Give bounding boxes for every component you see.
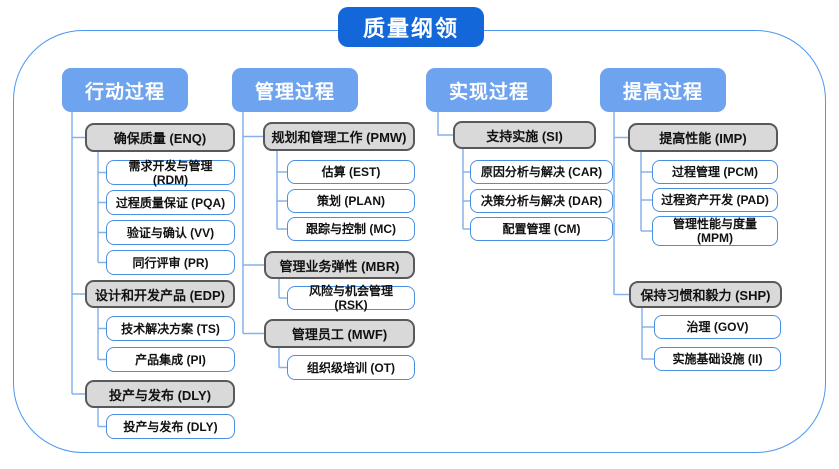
leaf-node-ii: 实施基础设施 (II) [654,347,781,371]
group-node-enq: 确保质量 (ENQ) [85,123,235,152]
leaf-node-pi: 产品集成 (PI) [106,347,235,372]
leaf-node-plan: 策划 (PLAN) [287,189,415,213]
group-node-mwf: 管理员工 (MWF) [264,319,415,348]
leaf-node-est: 估算 (EST) [287,160,415,184]
column-header-management-process: 管理过程 [232,68,358,112]
leaf-node-pr: 同行评审 (PR) [106,250,235,275]
leaf-node-mpm: 管理性能与度量 (MPM) [652,216,778,246]
column-header-implementation-process: 实现过程 [426,68,552,112]
leaf-node-mc: 跟踪与控制 (MC) [287,217,415,241]
column-header-action-process: 行动过程 [62,68,188,112]
leaf-node-pqa: 过程质量保证 (PQA) [106,190,235,215]
group-node-dly: 投产与发布 (DLY) [85,380,235,408]
leaf-node-dly-child: 投产与发布 (DLY) [106,414,235,439]
group-node-imp: 提高性能 (IMP) [628,123,778,152]
group-node-shp: 保持习惯和毅力 (SHP) [629,281,782,308]
column-header-improvement-process: 提高过程 [600,68,726,112]
group-node-pmw: 规划和管理工作 (PMW) [263,122,415,151]
leaf-node-vv: 验证与确认 (VV) [106,220,235,245]
leaf-node-car: 原因分析与解决 (CAR) [470,160,613,184]
leaf-node-pad: 过程资产开发 (PAD) [652,188,778,212]
root-node-quality-program: 质量纲领 [338,7,484,47]
group-node-edp: 设计和开发产品 (EDP) [85,280,235,308]
leaf-node-rdm: 需求开发与管理 (RDM) [106,159,235,187]
leaf-node-ot: 组织级培训 (OT) [287,355,415,380]
group-node-mbr: 管理业务弹性 (MBR) [264,251,415,279]
leaf-node-ts: 技术解决方案 (TS) [106,316,235,341]
group-node-si: 支持实施 (SI) [453,121,596,149]
leaf-node-cm: 配置管理 (CM) [470,217,613,241]
leaf-node-rsk: 风险与机会管理 (RSK) [287,284,415,312]
leaf-node-gov: 治理 (GOV) [654,315,781,339]
leaf-node-pcm: 过程管理 (PCM) [652,160,778,184]
leaf-node-dar: 决策分析与解决 (DAR) [470,189,613,213]
